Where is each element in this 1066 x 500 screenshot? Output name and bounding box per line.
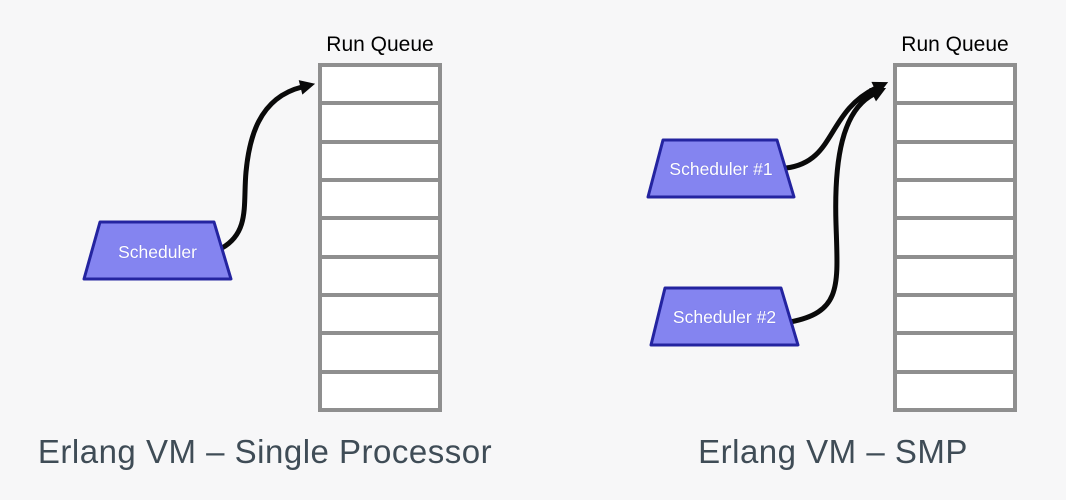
queue-slot: [897, 258, 1013, 293]
queue-slot: [322, 143, 438, 178]
panel-caption-smp: Erlang VM – SMP: [698, 433, 968, 470]
queue-slot: [897, 105, 1013, 140]
queue-slot: [322, 67, 438, 102]
queue-slot: [322, 373, 438, 408]
queue-slot: [322, 181, 438, 217]
scheduler1-label: Scheduler #1: [669, 159, 773, 179]
panel-caption-single-processor: Erlang VM – Single Processor: [37, 433, 493, 470]
queue-slot: [322, 105, 438, 140]
scheduler2-label: Scheduler #2: [672, 307, 777, 327]
arrow-scheduler-to-queue: [219, 80, 316, 251]
queue-slot: [897, 143, 1013, 178]
run-queue: [318, 63, 442, 412]
scheduler2-trapezoid: [649, 286, 800, 347]
queue-slot: [322, 220, 438, 255]
queue-slot: [897, 296, 1013, 332]
queue-slot: [322, 296, 438, 332]
queue-slot: [897, 67, 1013, 102]
queue-slot: [897, 181, 1013, 217]
queue-slot: [897, 220, 1013, 255]
scheduler-trapezoid: [82, 220, 233, 281]
arrow-scheduler2-to-queue: [787, 87, 887, 325]
run-queue-label: Run Queue: [901, 33, 1009, 56]
queue-slot: [897, 373, 1013, 408]
run-queue: [893, 63, 1017, 412]
arrow-scheduler1-to-queue: [783, 81, 889, 171]
scheduler-label: Scheduler: [118, 242, 197, 262]
queue-slot: [897, 335, 1013, 370]
scheduler1-trapezoid: [646, 138, 796, 199]
queue-slot: [322, 258, 438, 293]
run-queue-label: Run Queue: [326, 33, 434, 56]
queue-slot: [322, 335, 438, 370]
